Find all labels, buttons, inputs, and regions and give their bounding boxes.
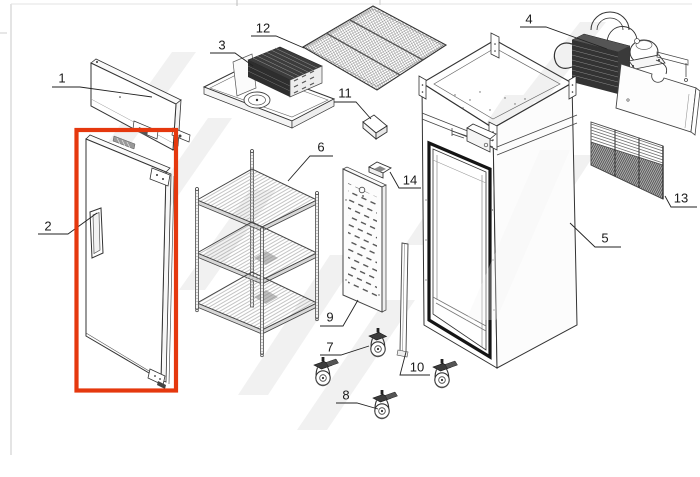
callout-8: 8 [342,387,350,403]
highlight-box [74,127,179,393]
callout-1: 1 [58,70,66,86]
callout-3: 3 [218,37,226,53]
part-2-door [85,134,175,389]
part-14-mounting-bracket [368,161,392,179]
callout-leaders [38,26,697,410]
callout-6: 6 [317,139,325,155]
frame-border [0,0,692,455]
part-12-wire-shelf [301,5,448,91]
callout-11: 11 [338,85,352,101]
part-6-shelf-rack [195,149,319,358]
caster-duplicate-right [433,359,458,388]
callout-7: 7 [326,339,334,355]
callout-9: 9 [326,309,334,325]
part-9-perforated-panel [342,166,387,313]
callout-2: 2 [44,218,52,234]
callout-12: 12 [255,20,271,36]
part-13-louver-grille [590,121,664,200]
part-11-spacer-block [362,114,388,140]
callout-13: 13 [673,190,689,206]
part-5-cabinet [418,32,578,369]
part-4-condensing-unit [553,11,700,136]
part-3-evaporator-assembly [202,46,336,129]
part-8-brake-caster [373,390,398,419]
callout-10: 10 [409,359,425,375]
callout-5: 5 [601,230,609,246]
callout-14: 14 [402,172,418,188]
callout-4: 4 [525,11,533,27]
